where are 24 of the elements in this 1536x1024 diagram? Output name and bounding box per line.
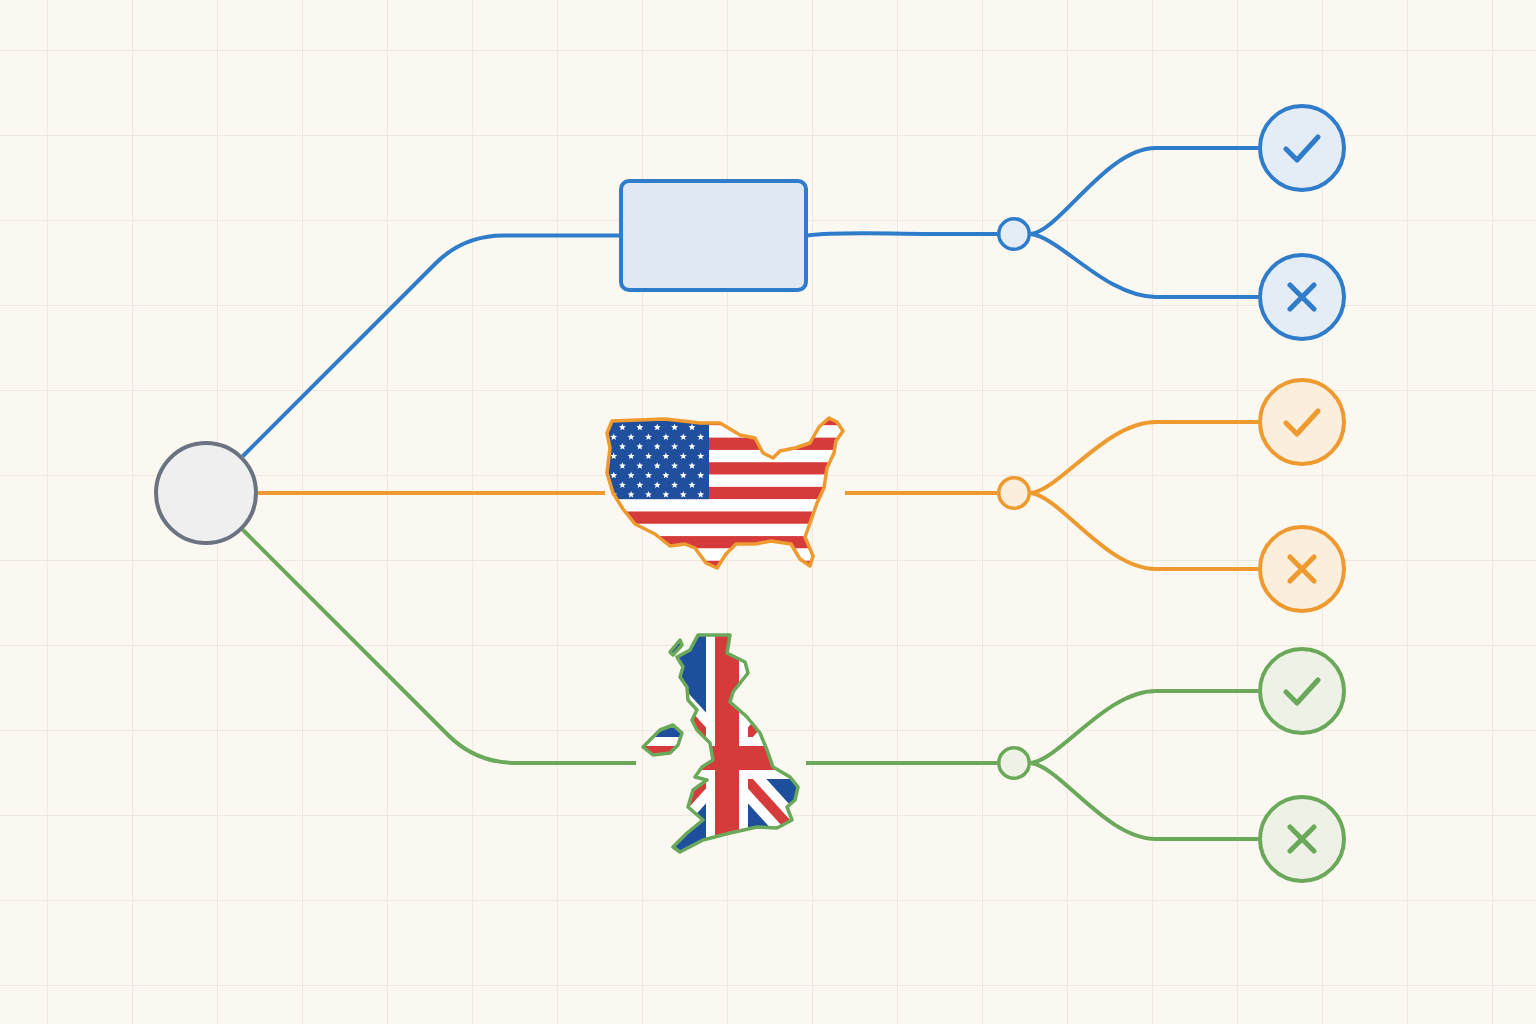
connector-line bbox=[807, 231, 997, 238]
result-circle bbox=[1258, 378, 1346, 466]
connector-line bbox=[806, 761, 997, 765]
result-circle bbox=[1258, 253, 1346, 341]
process-box bbox=[619, 179, 808, 292]
connector-line bbox=[241, 528, 636, 765]
us-flag-map bbox=[605, 413, 845, 573]
junction-node bbox=[997, 746, 1031, 780]
junction-node bbox=[997, 476, 1031, 510]
junction-node bbox=[997, 217, 1031, 251]
circle-node bbox=[154, 441, 258, 545]
result-circle bbox=[1258, 647, 1346, 735]
result-circle bbox=[1258, 104, 1346, 192]
connector-line bbox=[1030, 761, 1258, 841]
connector-line bbox=[1030, 146, 1258, 236]
connector-line bbox=[1030, 420, 1258, 495]
connector-line bbox=[1030, 491, 1258, 571]
connector-line bbox=[845, 491, 997, 495]
result-circle bbox=[1258, 795, 1346, 883]
connector-line bbox=[258, 491, 605, 495]
result-circle bbox=[1258, 525, 1346, 613]
connector-line bbox=[241, 233, 619, 458]
connector-line bbox=[1030, 689, 1258, 765]
connector-line bbox=[1030, 232, 1258, 299]
